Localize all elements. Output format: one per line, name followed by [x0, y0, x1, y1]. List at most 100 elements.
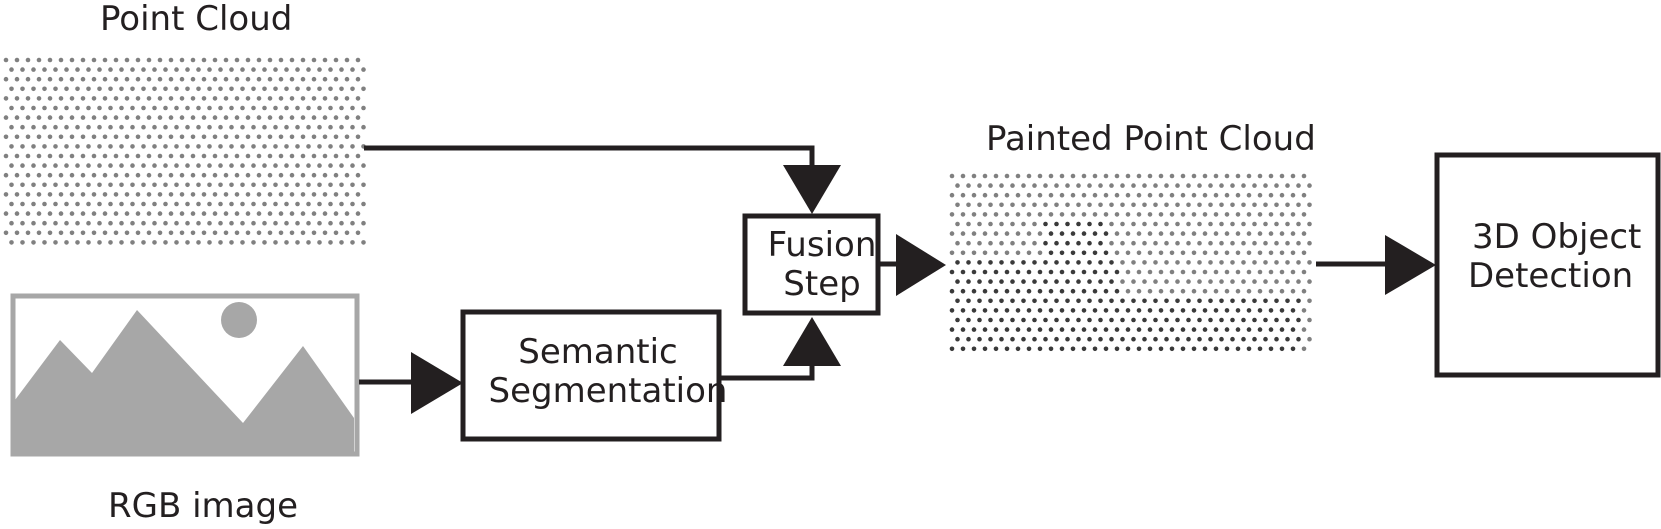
point-dot: [1279, 269, 1285, 275]
point-dot: [1186, 298, 1191, 304]
point-dot: [311, 153, 317, 159]
point-dot: [163, 220, 168, 226]
point-dot: [1296, 279, 1301, 284]
point-dot: [152, 201, 157, 207]
point-dot: [317, 220, 322, 226]
point-dot: [130, 124, 135, 130]
point-dot: [1285, 298, 1290, 304]
point-dot: [130, 201, 135, 207]
point-dot: [179, 57, 185, 63]
point-dot: [971, 346, 977, 352]
point-dot: [185, 144, 190, 149]
point-dot: [251, 105, 256, 111]
point-dot: [14, 172, 20, 178]
point-dot: [1279, 173, 1285, 179]
point-dot: [1136, 346, 1142, 352]
point-dot: [141, 67, 146, 72]
point-dot: [113, 134, 119, 140]
point-dot: [1032, 221, 1037, 227]
point-dot: [1175, 336, 1180, 342]
point-dot: [295, 240, 300, 245]
point-dot: [256, 76, 262, 82]
point-dot: [289, 192, 295, 197]
point-dot: [322, 211, 328, 216]
point-dot: [119, 240, 124, 245]
point-dot: [1252, 317, 1257, 323]
point-dot: [240, 182, 245, 188]
point-dot: [119, 163, 124, 168]
point-dot: [229, 86, 234, 92]
point-dot: [174, 182, 179, 188]
point-dot: [245, 57, 251, 63]
point-dot: [1015, 173, 1021, 179]
point-dot: [1153, 221, 1158, 227]
point-dot: [1257, 250, 1263, 256]
point-dot: [201, 211, 207, 216]
point-dot: [1224, 327, 1230, 332]
point-dot: [245, 115, 251, 120]
point-dot: [1296, 202, 1301, 208]
point-dot: [1059, 346, 1065, 352]
point-dot: [1125, 231, 1131, 236]
semantic-segmentation-text: Semantic Segmentation: [463, 333, 753, 411]
point-dot: [988, 317, 993, 323]
point-dot: [174, 105, 179, 111]
point-dot: [1279, 346, 1285, 352]
point-dot: [135, 172, 141, 178]
point-dot: [69, 192, 75, 197]
point-dot: [20, 67, 25, 72]
fusion-step-line1: Fusion: [767, 225, 877, 265]
point-dot: [91, 211, 97, 216]
point-dot: [1246, 288, 1252, 294]
point-dot: [256, 134, 262, 140]
point-dot: [1109, 221, 1114, 227]
point-dot: [267, 211, 273, 216]
point-dot: [1037, 327, 1043, 332]
point-dot: [31, 220, 36, 226]
point-dot: [273, 144, 278, 149]
point-dot: [1098, 279, 1103, 284]
point-dot: [1235, 173, 1241, 179]
point-dot: [1065, 221, 1070, 227]
point-dot: [196, 86, 201, 92]
point-dot: [31, 182, 36, 188]
point-dot: [135, 115, 141, 120]
point-dot: [1070, 231, 1076, 236]
point-dot: [69, 96, 75, 101]
point-dot: [1048, 231, 1054, 236]
point-dot: [207, 220, 212, 226]
point-dot: [1021, 317, 1026, 323]
point-dot: [69, 76, 75, 82]
point-dot: [333, 230, 339, 236]
point-dot: [9, 86, 14, 92]
point-dot: [949, 212, 955, 217]
point-dot: [3, 96, 9, 101]
point-dot: [229, 67, 234, 72]
point-dot: [31, 86, 36, 92]
point-dot: [1059, 231, 1065, 236]
point-dot: [317, 201, 322, 207]
point-dot: [135, 134, 141, 140]
point-dot: [163, 182, 168, 188]
point-dot: [960, 231, 966, 236]
point-dot: [113, 115, 119, 120]
point-dot: [64, 220, 69, 226]
point-dot: [1268, 346, 1274, 352]
point-dot: [1224, 250, 1230, 256]
point-dot: [306, 124, 311, 130]
point-dot: [130, 182, 135, 188]
point-dot: [1065, 279, 1070, 284]
point-dot: [207, 182, 212, 188]
point-dot: [152, 163, 157, 168]
point-dot: [168, 211, 174, 216]
point-dot: [1010, 202, 1015, 208]
point-dot: [1103, 212, 1109, 217]
point-dot: [69, 230, 75, 236]
point-dot: [223, 153, 229, 159]
point-dot: [108, 201, 113, 207]
point-dot: [1186, 279, 1191, 284]
point-dot: [333, 211, 339, 216]
point-dot: [1186, 317, 1191, 323]
point-dot: [284, 86, 289, 92]
point-dot: [1098, 183, 1103, 188]
